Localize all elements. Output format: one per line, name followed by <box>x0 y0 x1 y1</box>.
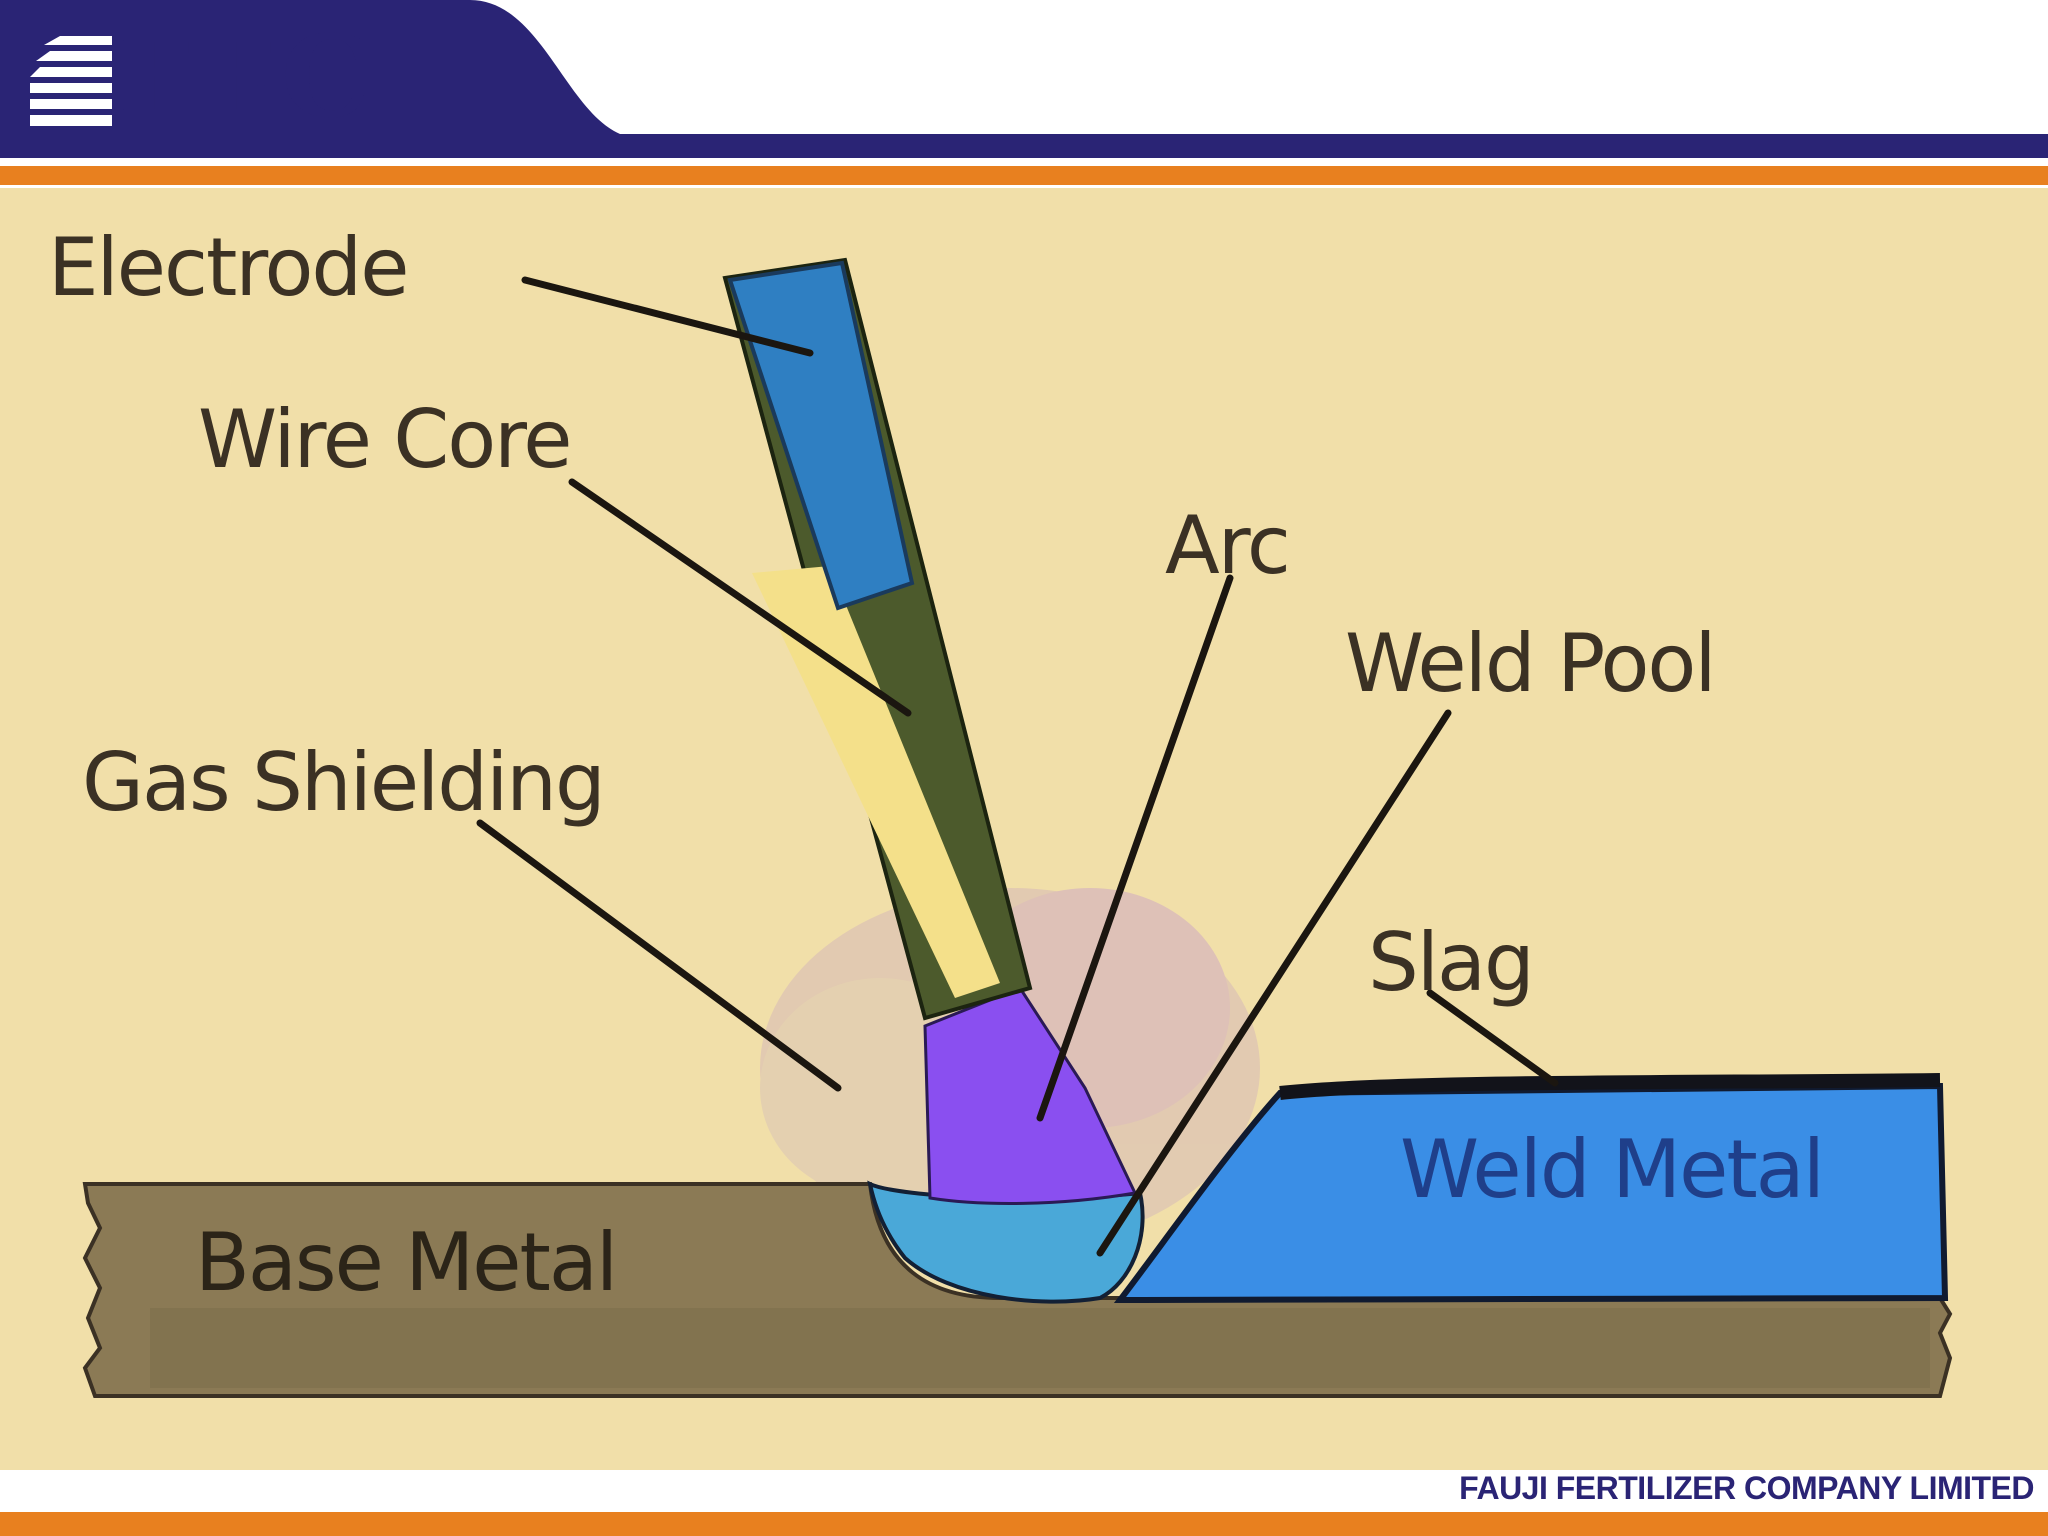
weld-metal-bead <box>1113 1082 1949 1304</box>
slide-header: FFC <box>0 0 2048 185</box>
electrode-rod <box>722 257 1033 1021</box>
header-banner <box>0 0 2048 185</box>
header-navy-band <box>0 0 2048 158</box>
welding-diagram-art <box>82 257 1953 1398</box>
footer-orange-stripe <box>0 1512 2048 1536</box>
leader-electrode <box>521 276 814 357</box>
label-gas-shielding: Gas Shielding <box>82 736 606 829</box>
footer-company-name: FAUJI FERTILIZER COMPANY LIMITED <box>1459 1470 2034 1506</box>
slag-layer <box>1279 1073 1941 1100</box>
leader-wire-core <box>568 478 912 717</box>
label-weld-pool: Weld Pool <box>1345 617 1717 710</box>
label-weld-metal: Weld Metal <box>1400 1123 1825 1216</box>
leader-gas-shielding <box>476 819 842 1092</box>
label-arc: Arc <box>1165 499 1291 592</box>
leader-slag <box>1426 989 1559 1087</box>
label-base-metal: Base Metal <box>195 1216 618 1309</box>
header-orange-stripe <box>0 166 2048 185</box>
welding-diagram: Electrode Wire Core Arc Weld Pool Gas Sh… <box>0 188 2048 1470</box>
label-electrode: Electrode <box>48 221 409 314</box>
ffc-logo-stripes-icon <box>30 36 112 126</box>
header-white-gap <box>0 158 2048 166</box>
leader-arc <box>1036 574 1234 1122</box>
label-slag: Slag <box>1368 916 1535 1009</box>
leader-lines <box>476 276 1559 1257</box>
base-metal-shading <box>150 1308 1930 1388</box>
leader-weld-pool <box>1096 709 1452 1257</box>
label-wire-core: Wire Core <box>198 393 573 486</box>
slide-footer: FAUJI FERTILIZER COMPANY LIMITED <box>0 1470 2048 1536</box>
ffc-logo-text: FFC <box>118 12 373 143</box>
base-metal-plate <box>82 1182 1953 1398</box>
